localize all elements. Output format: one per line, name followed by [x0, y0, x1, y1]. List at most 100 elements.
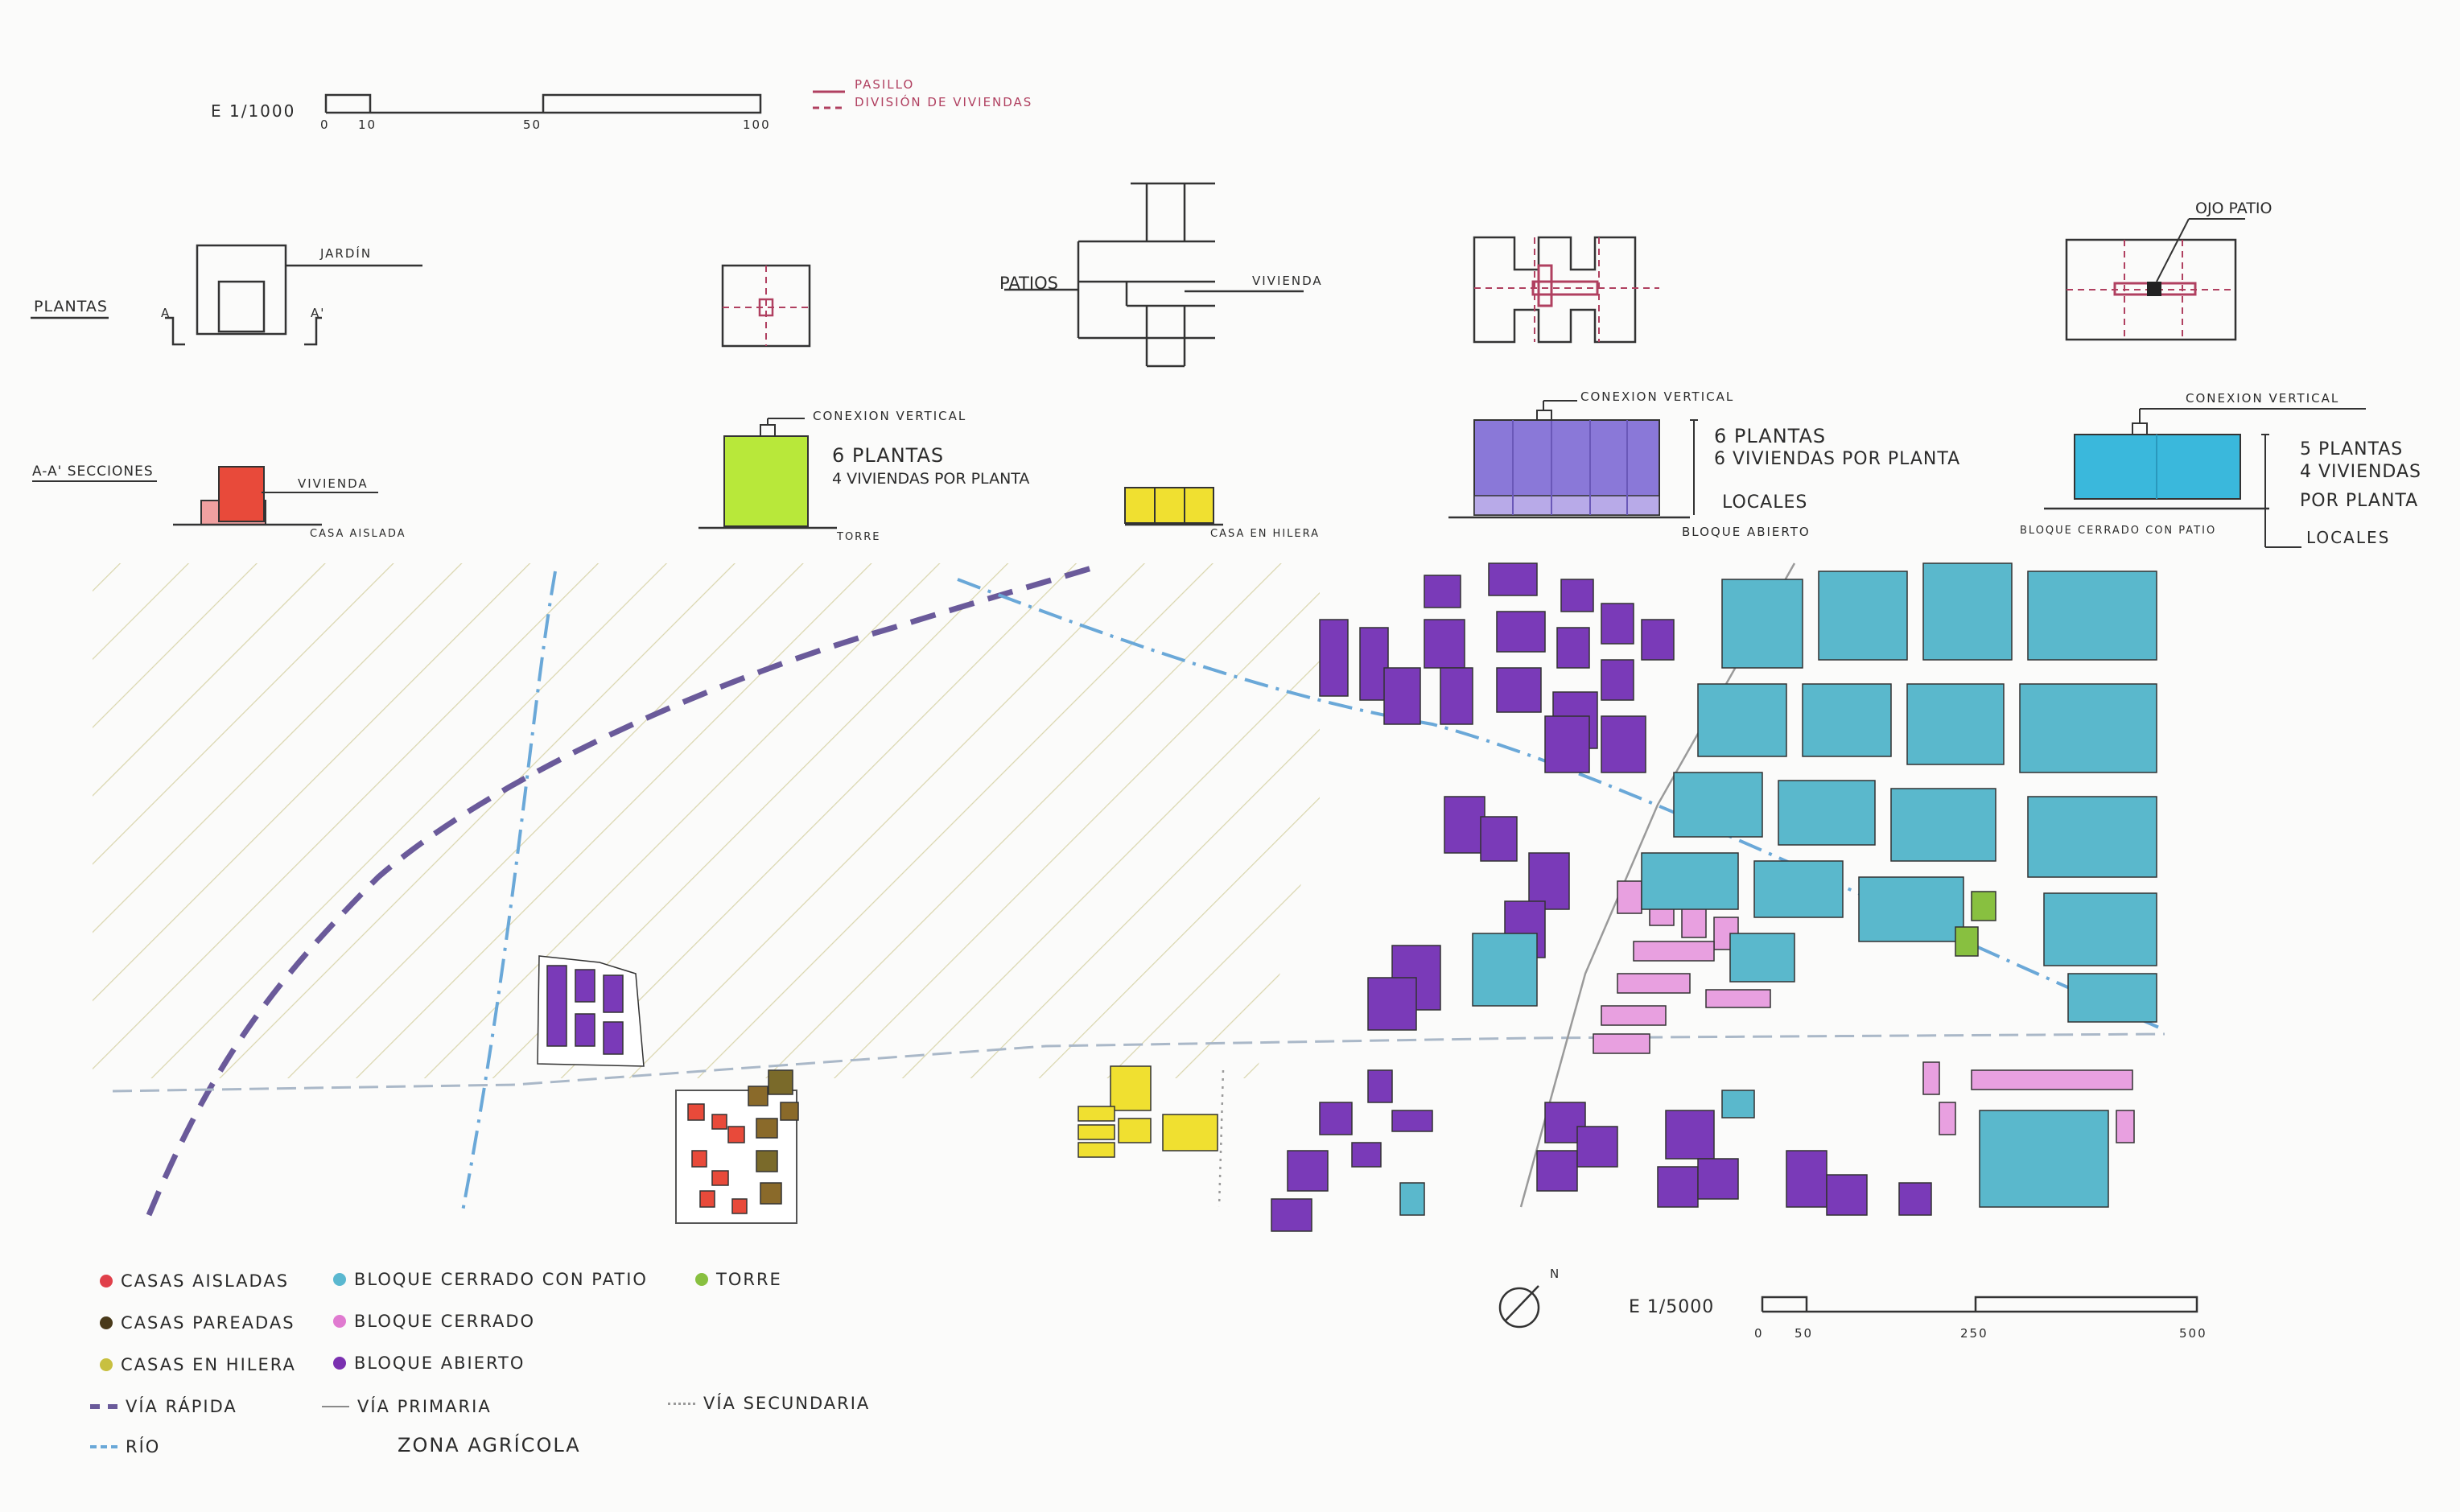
- bloque-patio-section: [2044, 408, 2366, 548]
- abierto-conexion-label: CONEXION VERTICAL: [1580, 389, 1735, 404]
- legend-swatch: [322, 1406, 349, 1407]
- jardin-label: JARDÍN: [320, 246, 373, 261]
- legend-label: CASAS AISLADAS: [121, 1271, 290, 1291]
- bottom-scale-tick-250: 250: [1960, 1326, 1988, 1341]
- legend-swatch: [90, 1404, 117, 1409]
- legend-via-secundaria: VÍA SECUNDARIA: [668, 1394, 870, 1413]
- legend-label: BLOQUE CERRADO: [354, 1312, 536, 1331]
- agricultural-zone: [93, 563, 1320, 1078]
- legend-bloque-patio: BLOQUE CERRADO CON PATIO: [333, 1270, 648, 1289]
- torre-section: [698, 418, 837, 529]
- north-arrow: [1498, 1285, 1540, 1329]
- legend-swatch: [668, 1402, 695, 1405]
- legend-bloque-abierto: BLOQUE ABIERTO: [333, 1353, 525, 1373]
- patio-locales-label: LOCALES: [2306, 528, 2391, 547]
- hilera-vivienda-label: VIVIENDA: [1252, 274, 1323, 288]
- legend-casas-aisladas: CASAS AISLADAS: [100, 1271, 289, 1291]
- torre-conexion-label: CONEXION VERTICAL: [813, 409, 967, 423]
- patio-viviendas-label: 4 VIVIENDAS: [2300, 462, 2421, 482]
- legend-label: CASAS EN HILERA: [121, 1355, 296, 1374]
- section-a-label: A: [161, 306, 171, 320]
- bottom-scale-bar: [1761, 1296, 2198, 1313]
- legend-label: VÍA RÁPIDA: [126, 1397, 237, 1416]
- legend-swatch: [100, 1358, 113, 1371]
- top-scale-label: E 1/1000: [211, 101, 296, 121]
- legend-swatch: [695, 1273, 708, 1286]
- legend-via-rapida: VÍA RÁPIDA: [90, 1397, 237, 1416]
- legend-label: TORRE: [716, 1270, 782, 1289]
- bloque-abierto-section: [1448, 400, 1698, 519]
- casa-hilera-plan: [1004, 182, 1304, 368]
- abierto-locales-label: LOCALES: [1722, 492, 1808, 513]
- ojo-patio-label: OJO PATIO: [2195, 200, 2273, 217]
- casa-hilera-section: [1124, 487, 1223, 526]
- casa-aislada-vivienda-label: VIVIENDA: [298, 476, 369, 491]
- abierto-viviendas-label: 6 VIVIENDAS POR PLANTA: [1714, 449, 1961, 469]
- legend-swatch: [333, 1315, 346, 1328]
- top-scale-bar: [324, 93, 762, 114]
- district-hilera: [1078, 1065, 1218, 1158]
- bottom-scale-tick-50: 50: [1795, 1326, 1814, 1341]
- torre-plantas-label: 6 PLANTAS: [832, 444, 945, 467]
- bloque-abierto-name: BLOQUE ABIERTO: [1682, 525, 1811, 539]
- via-primaria-road: [112, 1032, 2165, 1093]
- legend-label: BLOQUE CERRADO CON PATIO: [354, 1270, 648, 1289]
- bloque-patio-name: BLOQUE CERRADO CON PATIO: [2020, 525, 2217, 537]
- district-bloque-abierto-west: [537, 955, 645, 1067]
- legend-label: BLOQUE ABIERTO: [354, 1353, 525, 1373]
- legend-swatch: [333, 1273, 346, 1286]
- legend-label: VÍA SECUNDARIA: [703, 1394, 871, 1413]
- top-scale-tick-100: 100: [743, 117, 771, 132]
- patio-plantas-label: 5 PLANTAS: [2300, 439, 2404, 459]
- district-torre: [1955, 891, 1996, 957]
- district-bloque-patio: [1399, 562, 2157, 1216]
- legend-torre: TORRE: [695, 1270, 782, 1289]
- legend-casas-hilera: CASAS EN HILERA: [100, 1355, 296, 1374]
- legend-via-primaria: VÍA PRIMARIA: [322, 1397, 492, 1416]
- patios-label: PATIOS: [999, 274, 1058, 293]
- patio-por-planta-label: POR PLANTA: [2300, 491, 2419, 511]
- bottom-scale-tick-0: 0: [1754, 1326, 1764, 1341]
- via-rapida-road: [146, 564, 1096, 1217]
- legend-bloque-cerrado: BLOQUE CERRADO: [333, 1312, 535, 1331]
- casa-aislada-plan: [31, 244, 422, 346]
- legend-zona-agricola: ZONA AGRÍCOLA: [398, 1434, 581, 1456]
- district-bloque-abierto-south: [1271, 1069, 1932, 1232]
- bottom-scale-label: E 1/5000: [1629, 1297, 1715, 1317]
- division-label: DIVISIÓN DE VIVIENDAS: [855, 95, 1033, 109]
- abierto-plantas-label: 6 PLANTAS: [1714, 425, 1827, 447]
- casa-hilera-name: CASA EN HILERA: [1210, 528, 1321, 540]
- plantas-row-label: PLANTAS: [34, 298, 108, 315]
- patio-conexion-label: CONEXION VERTICAL: [2186, 391, 2340, 406]
- top-scale-tick-50: 50: [523, 117, 542, 132]
- torre-viviendas-label: 4 VIVIENDAS POR PLANTA: [832, 470, 1030, 488]
- legend-label: CASAS PAREADAS: [121, 1313, 295, 1333]
- legend-label: VÍA PRIMARIA: [357, 1397, 492, 1416]
- bottom-scale-tick-500: 500: [2179, 1326, 2207, 1341]
- bloque-abierto-plan: [1473, 236, 1659, 344]
- top-scale-tick-0: 0: [320, 117, 330, 132]
- legend-swatch: [90, 1445, 117, 1448]
- legend-label: RÍO: [126, 1437, 161, 1456]
- legend-swatch: [333, 1357, 346, 1370]
- legend-swatch: [100, 1316, 113, 1329]
- district-bloque-abierto-north: [1319, 562, 1675, 1031]
- legend-casas-pareadas: CASAS PAREADAS: [100, 1313, 295, 1333]
- pasillo-label: PASILLO: [855, 77, 915, 92]
- section-a-prime-label: A': [311, 306, 326, 320]
- legend-swatch: [100, 1275, 113, 1287]
- torre-plan: [721, 264, 811, 348]
- legend-rio: RÍO: [90, 1437, 160, 1456]
- legend-label: ZONA AGRÍCOLA: [398, 1434, 581, 1456]
- district-casas: [675, 1069, 799, 1224]
- via-secundaria-road: [1218, 1069, 1225, 1208]
- torre-name: TORRE: [837, 531, 881, 543]
- top-scale-tick-10: 10: [358, 117, 377, 132]
- bloque-patio-plan: [2065, 218, 2245, 341]
- rio-river: [461, 571, 557, 1212]
- casa-aislada-name: CASA AISLADA: [310, 528, 406, 540]
- casa-aislada-section: [32, 466, 378, 526]
- north-label: N: [1550, 1267, 1561, 1281]
